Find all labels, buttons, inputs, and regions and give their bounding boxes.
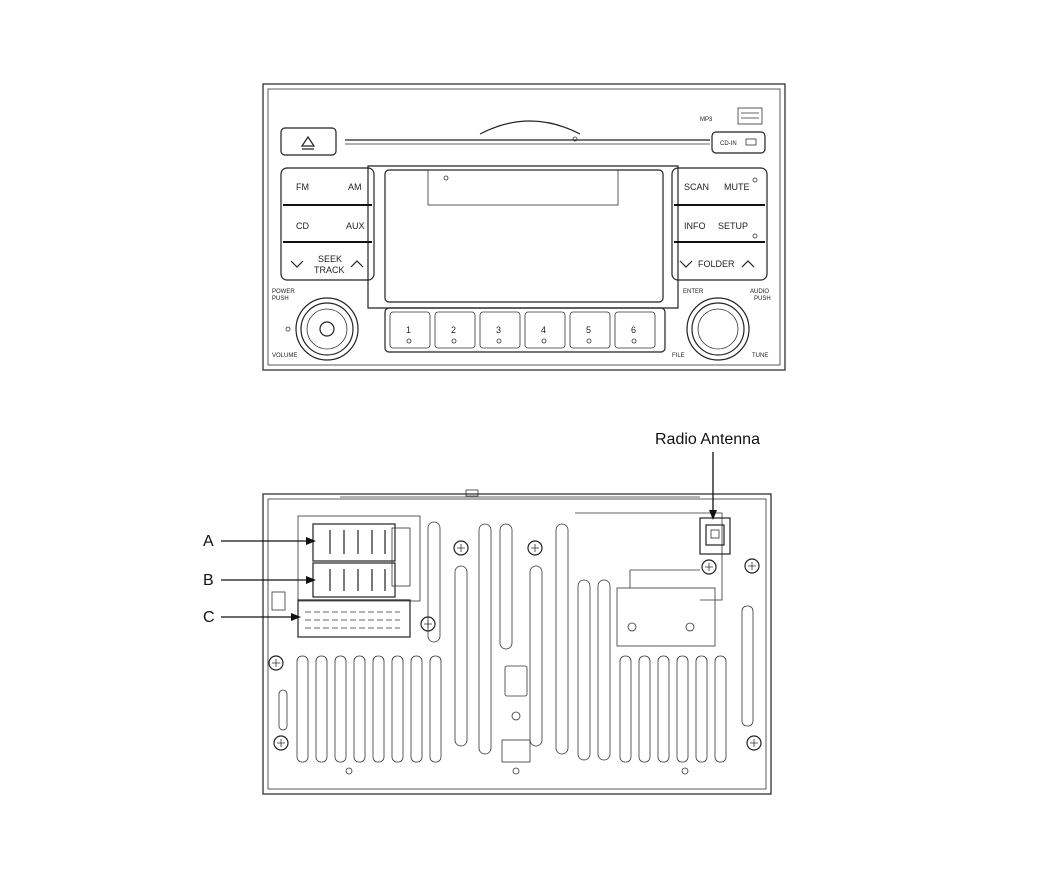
vent-slots — [427, 512, 723, 763]
preset-label: 2 — [451, 325, 456, 335]
preset-label: 5 — [586, 325, 591, 335]
audio-label: AUDIO — [750, 289, 769, 295]
file-label: FILE — [672, 353, 685, 359]
chevron-down-icon — [679, 260, 693, 268]
preset-label: 3 — [496, 325, 501, 335]
mute-label: MUTE — [724, 182, 750, 192]
radio-antenna-label: Radio Antenna — [655, 431, 760, 448]
callout-a-label: A — [203, 533, 214, 550]
screw-icon — [744, 558, 760, 574]
preset-button-1[interactable]: 1 — [389, 311, 431, 349]
screw-icon — [527, 540, 543, 556]
screw-icon — [273, 735, 289, 751]
connector-a — [312, 523, 396, 562]
preset-buttons: 1 2 3 4 5 — [384, 307, 666, 353]
callout-a: A — [203, 533, 316, 550]
screw-icon — [268, 655, 284, 671]
preset-label: 1 — [406, 325, 411, 335]
preset-label: 4 — [541, 325, 546, 335]
chevron-down-icon — [290, 260, 304, 268]
enter-label: ENTER — [683, 289, 704, 295]
info-button[interactable]: INFO — [684, 221, 706, 231]
mp3-logo: MP3 — [700, 117, 713, 123]
cd-in-indicator: CD-IN — [711, 131, 766, 154]
scan-label: SCAN — [684, 182, 709, 192]
display — [367, 165, 679, 309]
screw-icon — [453, 540, 469, 556]
preset-button-3[interactable]: 3 — [479, 311, 521, 349]
connector-c — [297, 599, 411, 638]
preset-button-2[interactable]: 2 — [434, 311, 476, 349]
eject-button[interactable] — [280, 127, 337, 156]
preset-label: 6 — [631, 325, 636, 335]
scan-button[interactable]: SCAN — [684, 182, 709, 192]
screw-icon — [746, 735, 762, 751]
antenna-jack — [699, 517, 731, 555]
cd-slot — [345, 120, 710, 145]
aux-label: AUX — [346, 221, 365, 231]
audio-push-label: PUSH — [754, 296, 771, 302]
cd-button[interactable]: CD — [296, 221, 309, 231]
fm-button[interactable]: FM — [296, 182, 309, 192]
callout-b-label: B — [203, 572, 214, 589]
preset-button-4[interactable]: 4 — [524, 311, 566, 349]
front-panel: MP3 CD-IN FM AM — [262, 83, 786, 371]
mute-button[interactable]: MUTE — [724, 182, 750, 192]
connector-b — [312, 562, 396, 598]
preset-button-6[interactable]: 6 — [614, 311, 656, 349]
right-button-group: SCAN MUTE INFO SETUP FOLDER — [671, 167, 768, 281]
bottom-vent-slots — [278, 605, 754, 763]
volume-knob[interactable] — [295, 297, 359, 361]
am-button[interactable]: AM — [348, 182, 362, 192]
eject-icon — [300, 135, 316, 150]
folder-rocker[interactable]: FOLDER — [679, 259, 755, 269]
cd-label: CD — [296, 221, 309, 231]
seek-track-rocker[interactable]: SEEK TRACK — [290, 254, 364, 275]
power-label: POWER — [272, 289, 295, 295]
disc-logo — [737, 107, 763, 125]
rear-panel — [262, 489, 772, 795]
callout-antenna: Radio Antenna — [655, 431, 760, 520]
am-label: AM — [348, 182, 362, 192]
track-label: TRACK — [314, 265, 345, 275]
setup-button[interactable]: SETUP — [718, 221, 748, 231]
folder-label: FOLDER — [698, 259, 735, 269]
callout-c-label: C — [203, 609, 215, 626]
chevron-up-icon — [741, 260, 755, 268]
tune-label: TUNE — [752, 353, 768, 359]
aux-button[interactable]: AUX — [346, 221, 365, 231]
screw-icon — [701, 559, 717, 575]
seek-label: SEEK — [318, 254, 342, 264]
cd-in-label: CD-IN — [720, 141, 737, 147]
fm-label: FM — [296, 182, 309, 192]
callout-c: C — [203, 609, 301, 626]
left-button-group: FM AM CD AUX SEEK TRACK — [280, 167, 375, 281]
info-label: INFO — [684, 221, 706, 231]
tune-knob[interactable] — [686, 297, 750, 361]
setup-label: SETUP — [718, 221, 748, 231]
volume-label: VOLUME — [272, 353, 297, 359]
callout-b: B — [203, 572, 316, 589]
chevron-up-icon — [350, 260, 364, 268]
power-push-label: PUSH — [272, 296, 289, 302]
preset-button-5[interactable]: 5 — [569, 311, 611, 349]
